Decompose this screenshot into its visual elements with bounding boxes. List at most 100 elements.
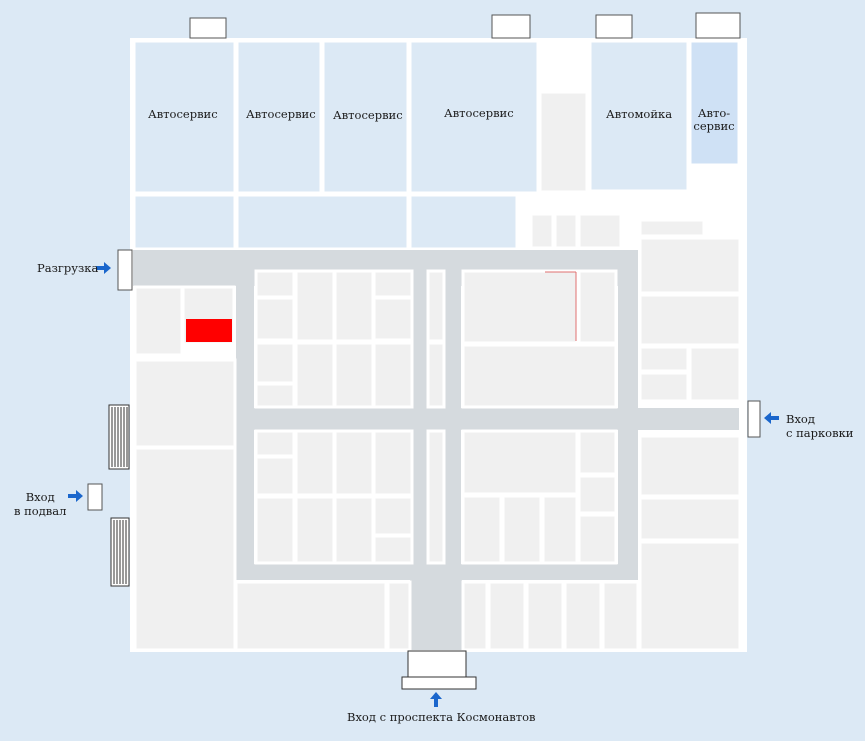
arrow-basement [68, 490, 83, 502]
room-util-3 [577, 212, 623, 250]
corridor-middle [236, 408, 739, 430]
room-c7 [294, 495, 336, 565]
room-a8 [254, 382, 296, 409]
room-util-4 [638, 218, 706, 238]
room-e4 [563, 580, 603, 652]
label-entrance-parking: Вход с парковки [786, 412, 853, 440]
room-r8 [638, 540, 742, 652]
room-r7 [638, 496, 742, 542]
room-autoservice-1 [132, 39, 237, 195]
room-a7 [254, 341, 296, 385]
room-service-lower-3 [408, 193, 519, 251]
room-c2 [254, 455, 296, 497]
room-c6 [254, 495, 296, 565]
room-a4 [333, 269, 375, 343]
label-unloading: Разгрузка [37, 261, 99, 275]
room-service-lower-1 [132, 193, 237, 251]
room-d1 [461, 429, 579, 496]
room-c10 [372, 534, 414, 565]
label-autoservice-1: Автосервис [148, 107, 218, 121]
room-util-2 [553, 212, 579, 250]
label-autoservice-2: Автосервис [246, 107, 316, 121]
room-d4 [461, 494, 503, 565]
door-parking [747, 400, 761, 438]
arrows [68, 262, 779, 707]
label-autoservice-3: Автосервис [333, 108, 403, 122]
room-r5 [638, 371, 690, 403]
room-autoservice-2 [235, 39, 323, 195]
room-left-4 [133, 446, 237, 652]
room-a11 [372, 341, 414, 409]
room-c8 [333, 495, 375, 565]
room-narrow-3 [426, 429, 446, 565]
room-a10 [333, 341, 375, 409]
arrow-unloading [96, 262, 111, 274]
label-autoservice-5-line1: Авто- [697, 106, 731, 120]
room-left-1 [133, 285, 184, 357]
roof-vent-4 [695, 12, 741, 39]
label-autoservice-5-line2: сервис [693, 119, 735, 133]
roof-vent-2 [491, 14, 531, 39]
room-narrow-1 [426, 269, 446, 343]
label-carwash: Автомойка [606, 107, 673, 121]
label-entrance-basement-line1: Вход [25, 490, 55, 504]
room-d5 [501, 494, 543, 565]
room-r3 [638, 345, 690, 373]
room-bottom-2 [386, 580, 412, 652]
room-c4 [333, 429, 375, 497]
stairs-left [108, 404, 130, 587]
arrow-main [430, 692, 442, 707]
room-r2 [638, 293, 742, 347]
label-entrance-basement: Вход в подвал [14, 490, 66, 518]
door-basement [87, 483, 103, 511]
room-c3 [294, 429, 336, 497]
label-entrance-basement-line2: в подвал [14, 504, 67, 518]
room-d7 [577, 513, 618, 565]
highlighted-store [186, 319, 232, 342]
door-unloading [117, 249, 133, 291]
room-r4 [688, 345, 742, 403]
label-entrance-main: Вход с проспекта Космонавтов [347, 710, 536, 724]
main-entrance-porch [401, 650, 477, 690]
room-b2 [577, 269, 618, 345]
room-a5 [372, 269, 414, 299]
room-autoservice-3 [321, 39, 410, 195]
label-entrance-parking-line1: Вход [786, 412, 815, 426]
room-autoservice-4 [408, 39, 540, 195]
room-util-1 [529, 212, 555, 250]
label-autoservice-4: Автосервис [444, 106, 514, 120]
label-autoservice-5: Авто- сервис [691, 107, 737, 133]
room-e1 [461, 580, 489, 652]
room-carwash [588, 39, 690, 193]
room-d6 [541, 494, 579, 565]
corridor-right [618, 250, 638, 580]
room-r6 [638, 434, 742, 498]
corridor-entrance [410, 580, 462, 650]
roof-vent-3 [595, 14, 633, 39]
room-a9 [294, 341, 336, 409]
room-autoservice-5 [688, 39, 741, 167]
corridor-bottom [236, 564, 638, 580]
room-e5 [601, 580, 640, 652]
room-a1 [254, 269, 296, 299]
room-e3 [525, 580, 565, 652]
room-left-3 [133, 358, 237, 449]
room-a2 [254, 296, 296, 342]
room-a6 [372, 296, 414, 342]
label-entrance-parking-line2: с парковки [786, 426, 854, 440]
roof-vent-1 [189, 17, 227, 39]
room-r1 [638, 236, 742, 295]
room-e2 [487, 580, 527, 652]
room-d3 [577, 474, 618, 515]
room-service-lower-2 [235, 193, 410, 251]
room-narrow-2 [426, 341, 446, 409]
arrow-parking [764, 412, 779, 424]
room-d2 [577, 429, 618, 476]
room-b1 [461, 269, 579, 345]
room-c1 [254, 429, 296, 458]
room-bottom-1 [234, 580, 388, 652]
room-b3 [461, 343, 618, 409]
room-c9 [372, 495, 414, 537]
room-a3 [294, 269, 336, 343]
